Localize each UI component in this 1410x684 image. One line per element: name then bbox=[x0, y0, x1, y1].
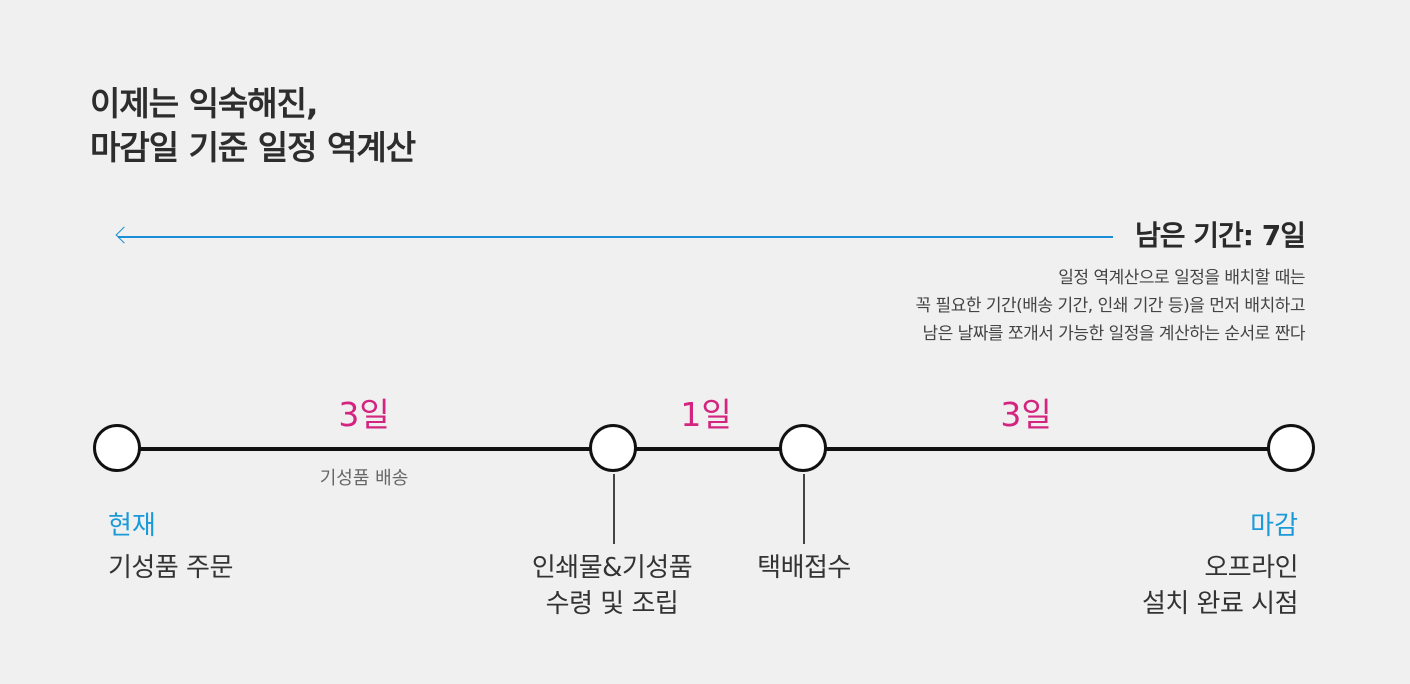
timeline-node-now bbox=[93, 424, 141, 472]
node-connector bbox=[613, 474, 615, 544]
description-line: 꼭 필요한 기간(배송 기간, 인쇄 기간 등)을 먼저 배치하고 bbox=[915, 296, 1306, 316]
arrow-line bbox=[118, 236, 1113, 238]
remaining-period-label: 남은 기간: 7일 bbox=[1135, 219, 1306, 252]
segment-duration: 3일 bbox=[1000, 395, 1052, 434]
node-connector bbox=[803, 474, 805, 544]
node-label: 오프라인 설치 완료 시점 bbox=[1141, 550, 1299, 622]
node-state-deadline: 마감 bbox=[1250, 511, 1298, 541]
description-line: 남은 날짜를 쪼개서 가능한 일정을 계산하는 순서로 짠다 bbox=[922, 324, 1305, 344]
node-label-line: 수령 및 조립 bbox=[545, 589, 679, 619]
arrow-left-icon bbox=[115, 226, 133, 244]
page-title: 이제는 익숙해진, 마감일 기준 일정 역계산 bbox=[90, 82, 416, 170]
segment-duration: 3일 bbox=[338, 395, 390, 434]
node-label-line: 오프라인 bbox=[1204, 553, 1298, 583]
node-state-now: 현재 bbox=[108, 511, 156, 541]
timeline-node-deadline bbox=[1267, 424, 1315, 472]
node-label: 기성품 주문 bbox=[108, 550, 233, 586]
segment-sublabel: 기성품 배송 bbox=[319, 468, 409, 489]
title-line-2: 마감일 기준 일정 역계산 bbox=[90, 128, 416, 167]
node-label-line: 설치 완료 시점 bbox=[1141, 589, 1299, 619]
node-label: 택배접수 bbox=[757, 550, 851, 586]
node-label-line: 인쇄물&기성품 bbox=[531, 553, 693, 583]
node-label: 인쇄물&기성품 수령 및 조립 bbox=[531, 550, 693, 622]
timeline-node-receive bbox=[589, 424, 637, 472]
timeline-node-courier bbox=[779, 424, 827, 472]
title-line-1: 이제는 익숙해진, bbox=[90, 84, 319, 123]
segment-duration: 1일 bbox=[680, 395, 732, 434]
node-label-line: 기성품 주문 bbox=[108, 553, 233, 583]
description: 일정 역계산으로 일정을 배치할 때는 꼭 필요한 기간(배송 기간, 인쇄 기… bbox=[915, 264, 1306, 348]
description-line: 일정 역계산으로 일정을 배치할 때는 bbox=[1058, 268, 1305, 288]
timeline-track bbox=[117, 447, 1291, 451]
node-label-line: 택배접수 bbox=[757, 553, 851, 583]
